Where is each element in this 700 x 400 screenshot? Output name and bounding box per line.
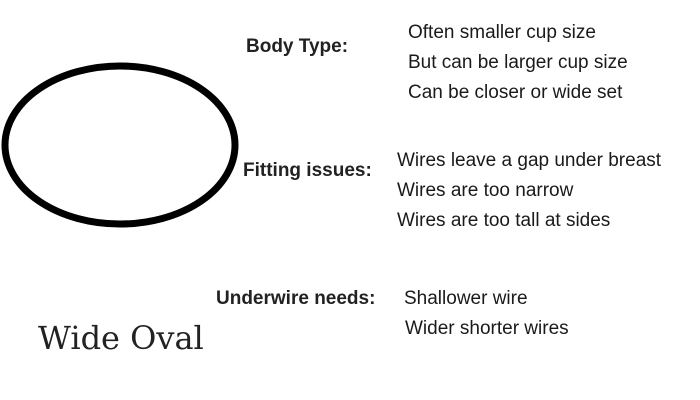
body-type-item: Often smaller cup size (408, 22, 596, 43)
body-type-item: But can be larger cup size (408, 52, 628, 73)
underwire-needs-heading: Underwire needs: (216, 288, 376, 309)
fitting-issues-list: Wires leave a gap under breast Wires are… (397, 146, 661, 236)
fitting-issue-item: Wires leave a gap under breast (397, 150, 662, 171)
underwire-need-item: Wider shorter wires (405, 318, 569, 339)
body-type-list: Often smaller cup size But can be larger… (408, 18, 628, 108)
underwire-needs-list: Shallower wire Wider shorter wires (404, 284, 569, 344)
shape-title: Wide Oval (38, 319, 204, 357)
fitting-issue-item: Wires are too narrow (397, 180, 574, 201)
underwire-need-item: Shallower wire (404, 288, 528, 309)
fitting-issues-heading: Fitting issues: (243, 160, 372, 181)
wide-oval-outline (1, 62, 239, 228)
body-type-item: Can be closer or wide set (408, 82, 623, 103)
fitting-issue-item: Wires are too tall at sides (397, 210, 611, 231)
body-type-heading: Body Type: (246, 36, 349, 57)
